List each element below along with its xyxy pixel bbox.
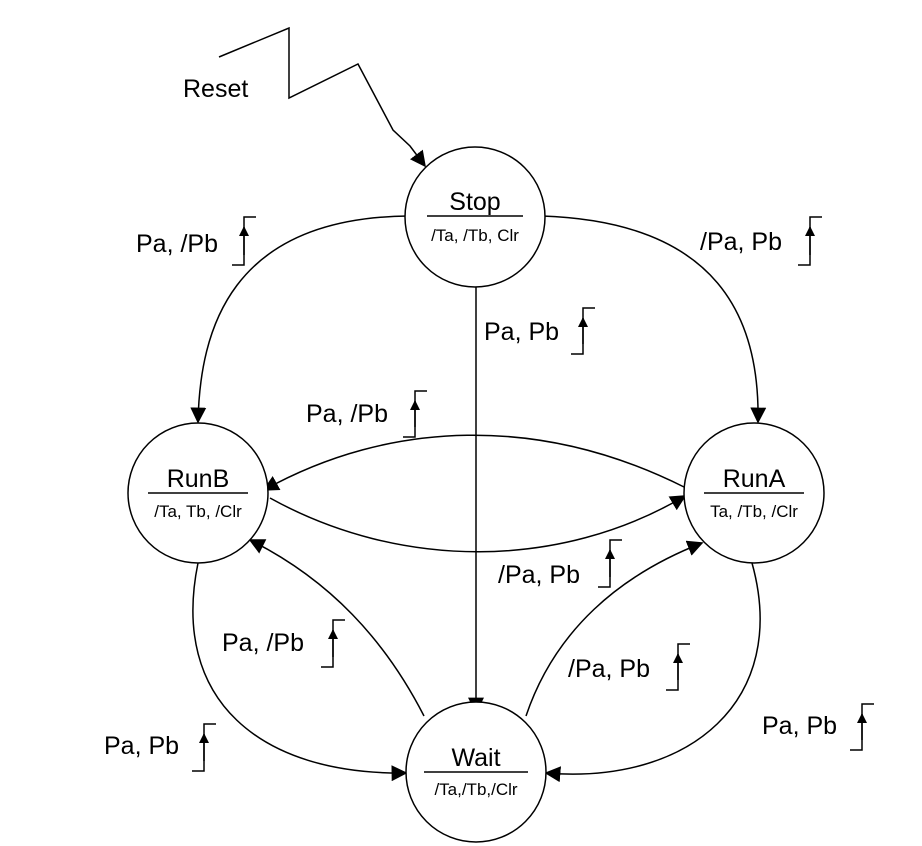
reset-transition: Reset [183, 26, 426, 168]
transition-label: Pa, /Pb [306, 400, 388, 428]
transition-label: Pa, /Pb [136, 230, 218, 258]
state-outputs: /Ta, Tb, /Clr [154, 502, 242, 521]
edge-stop-to-runa [541, 215, 767, 424]
edge-runb-to-runa [269, 495, 687, 553]
state-runb: RunB /Ta, Tb, /Clr [127, 422, 269, 564]
transition-label: Pa, /Pb [222, 629, 304, 657]
state-runa: RunA Ta, /Tb, /Clr [683, 422, 825, 564]
label-stop-to-wait: Pa, Pb [484, 307, 595, 355]
label-runb-to-runa: /Pa, Pb [498, 539, 622, 589]
edge-runa-to-runb [262, 434, 685, 491]
label-runa-to-runb: Pa, /Pb [306, 390, 427, 438]
label-wait-to-runb: Pa, /Pb [222, 619, 345, 668]
transition-label: Pa, Pb [104, 732, 179, 760]
state-name: RunA [723, 465, 786, 493]
edge-runa-to-wait [544, 562, 761, 783]
transition-label: /Pa, Pb [498, 561, 580, 589]
transition-label: Pa, Pb [484, 318, 559, 346]
edge-stop-to-runb [190, 215, 409, 424]
transition-label: Pa, Pb [762, 712, 837, 740]
state-stop: Stop /Ta, /Tb, Clr [404, 146, 546, 288]
edge-runb-to-wait [192, 562, 408, 782]
state-wait: Wait /Ta,/Tb,/Clr [405, 701, 547, 843]
state-outputs: /Ta,/Tb,/Clr [434, 780, 517, 799]
state-name: Stop [449, 188, 500, 216]
state-name: Wait [451, 744, 500, 772]
label-stop-to-runa: /Pa, Pb [700, 216, 822, 266]
reset-label: Reset [183, 75, 248, 103]
transition-label: /Pa, Pb [700, 228, 782, 256]
label-runa-to-wait: Pa, Pb [762, 703, 874, 751]
label-stop-to-runb: Pa, /Pb [136, 216, 256, 266]
state-name: RunB [167, 465, 230, 493]
edge-wait-to-runa [525, 540, 704, 717]
edge-wait-to-runb [248, 539, 425, 717]
label-runb-to-wait: Pa, Pb [104, 723, 216, 772]
transition-label: /Pa, Pb [568, 655, 650, 683]
state-outputs: /Ta, /Tb, Clr [431, 226, 519, 245]
label-wait-to-runa: /Pa, Pb [568, 643, 690, 691]
state-outputs: Ta, /Tb, /Clr [710, 502, 798, 521]
